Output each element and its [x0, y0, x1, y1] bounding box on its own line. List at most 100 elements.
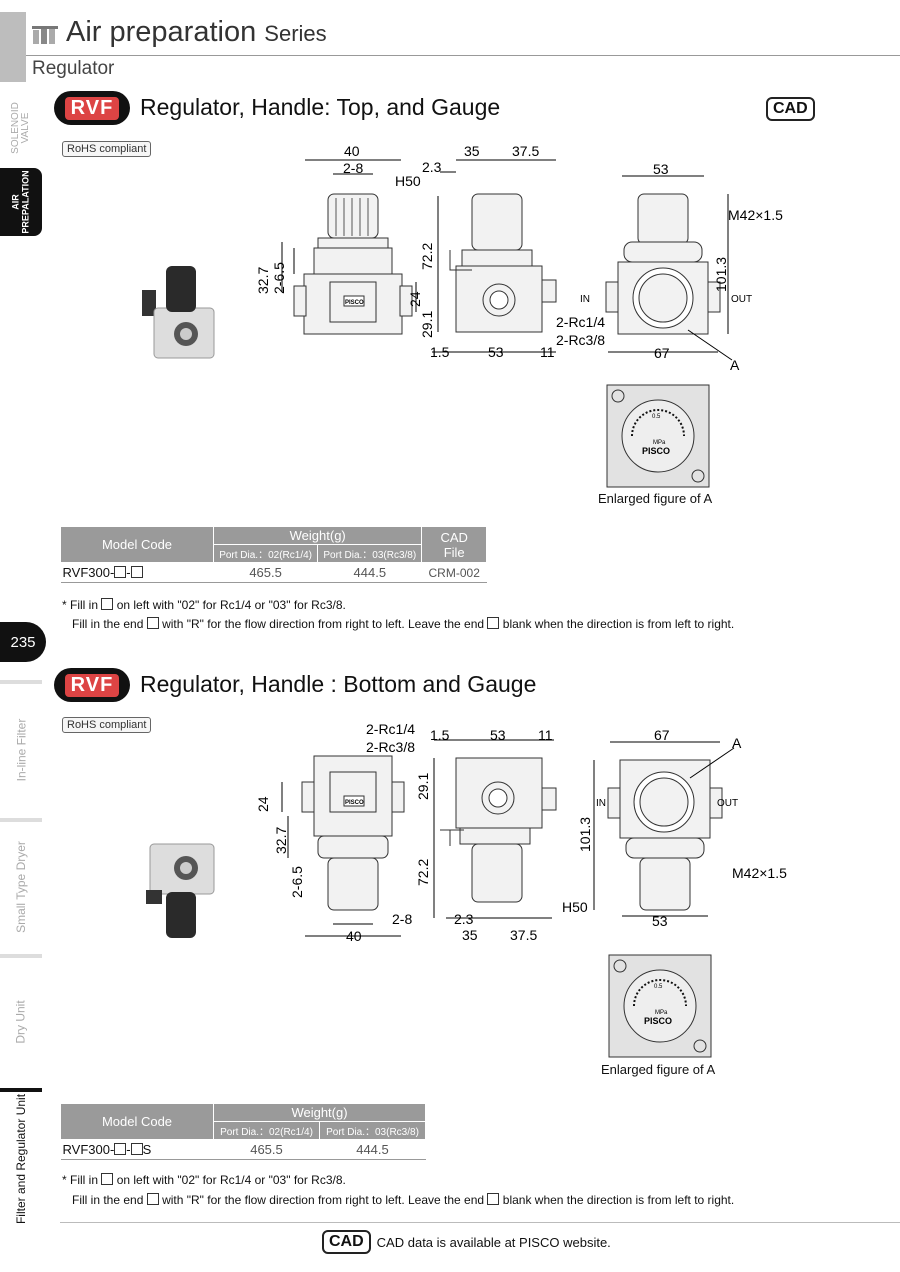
side-tab-solenoid[interactable]: SOLENOID VALVE: [0, 92, 42, 164]
in-label: IN: [580, 294, 590, 305]
figure-caption: Enlarged figure of A: [598, 491, 713, 506]
model-dash: -: [126, 1142, 131, 1157]
gauge-scale-top: 0.5: [652, 414, 661, 420]
side-tab-filter-regulator[interactable]: Filter and Regulator Unit: [0, 1094, 42, 1224]
dim-m42: M42×1.5: [732, 865, 787, 881]
model-code-cell: RVF300--: [60, 562, 214, 583]
cad-badge[interactable]: CAD: [766, 97, 815, 121]
rohs-badge: RoHS compliant: [62, 717, 152, 733]
dim-35: 35: [462, 927, 478, 943]
dim-37-5: 37.5: [510, 927, 537, 943]
air-preparation-icon: [32, 26, 58, 44]
col-cad-file: CAD File: [421, 526, 487, 563]
section-title: Regulator, Handle: Top, and Gauge: [140, 94, 501, 120]
dim-24: 24: [407, 291, 423, 307]
port-rc3-8: 2-Rc3/8: [556, 332, 605, 348]
footer-text: CAD data is available at PISCO website.: [376, 1234, 611, 1250]
dim-2-6-5: 2-6.5: [289, 866, 305, 898]
active-tab-marker: [0, 1088, 42, 1092]
gauge-brand: PISCO: [642, 446, 670, 456]
dim-40: 40: [346, 928, 362, 944]
port-rc3-8: 2-Rc3/8: [366, 739, 415, 755]
gauge-brand: PISCO: [644, 1016, 672, 1026]
side-tab-dry-unit-label: Dry Unit: [14, 1000, 28, 1044]
rvf-badge: RVF: [54, 91, 130, 125]
note-text: on left with "02" for Rc1/4 or "03" for …: [116, 1173, 346, 1187]
tab-separator: [0, 680, 42, 684]
model-code-cell: RVF300--S: [60, 1139, 214, 1160]
footer-cad-badge[interactable]: CAD: [322, 1230, 371, 1254]
note-text: * Fill in: [62, 598, 99, 612]
dim-101-3: 101.3: [577, 817, 593, 852]
side-tab-air-prep-label: AIR PREPALATION: [11, 170, 31, 233]
note-text: blank when the direction is from left to…: [502, 617, 735, 631]
dim-2-3: 2.3: [454, 911, 474, 927]
fill-box: [114, 1143, 127, 1155]
model-prefix: RVF300-: [62, 1142, 115, 1157]
drawing-rear-view-bottom: 67 A 101.3 IN OUT M42×1.5 53: [577, 727, 787, 929]
model-suffix: S: [142, 1142, 152, 1157]
side-tab-air-preparation[interactable]: AIR PREPALATION: [0, 168, 42, 236]
page-title-main: Air preparation: [66, 16, 257, 48]
fill-box: [487, 1193, 500, 1205]
drawing-rear-view-top: 53 M42×1.5 101.3 IN OUT 67 A: [580, 161, 783, 373]
dim-2-6-5: 2-6.5: [271, 262, 287, 294]
dim-1-5: 1.5: [430, 344, 450, 360]
dim-2-3: 2.3: [422, 159, 442, 175]
dim-32-7: 32.7: [255, 267, 271, 294]
note-text: * Fill in: [62, 1173, 99, 1187]
note-text: Fill in the end: [72, 1193, 144, 1207]
brand-label: PISCO: [345, 800, 364, 806]
fill-box: [146, 617, 159, 629]
dim-h50: H50: [562, 899, 588, 915]
product-photo-handle-bottom: [146, 843, 215, 938]
dim-53: 53: [490, 727, 506, 743]
drawing-front-view-top: 40 2-8 32.7 2-6.5 24 PISCO: [255, 143, 423, 335]
col-cad-line2: File: [443, 544, 465, 560]
note-text: on left with "02" for Rc1/4 or "03" for …: [116, 598, 346, 612]
side-tab-small-dryer[interactable]: Small Type Dryer: [0, 826, 42, 948]
detail-a-label: A: [730, 357, 740, 373]
side-tab-small-dryer-label: Small Type Dryer: [14, 841, 28, 933]
gauge-detail-a: 0.5 MPa PISCO: [608, 954, 712, 1058]
side-tab-dry-unit[interactable]: Dry Unit: [0, 962, 42, 1082]
col-port-03: Port Dia.：03(Rc3/8): [317, 544, 423, 563]
footer: CAD CAD data is available at PISCO websi…: [322, 1230, 611, 1254]
weight-table-top: Model Code Weight(g) CAD File Port Dia.：…: [60, 526, 487, 583]
rvf-badge-label: RVF: [64, 96, 120, 120]
weight-02-cell: 465.5: [213, 562, 318, 583]
gauge-detail-a: 0.5 MPa PISCO: [606, 384, 710, 488]
drawing-side-view-top: 35 37.5 2.3 H50 72.2 29.1 1.5 53 11 2-Rc…: [395, 143, 605, 360]
page-subtitle: Regulator: [32, 58, 115, 79]
page-number: 235: [0, 622, 46, 662]
dim-29-1: 29.1: [415, 773, 431, 800]
dim-11: 11: [538, 727, 553, 743]
weight-03-cell: 444.5: [319, 1139, 426, 1160]
gauge-unit: MPa: [653, 440, 666, 446]
note-text: Fill in the end: [72, 617, 144, 631]
brand-label: PISCO: [345, 300, 364, 306]
footer-divider: [60, 1222, 900, 1223]
gauge-unit: MPa: [655, 1010, 668, 1016]
out-label: OUT: [731, 294, 752, 305]
dim-2-8: 2-8: [343, 160, 363, 176]
dim-24: 24: [255, 796, 271, 812]
table-row: RVF300-- 465.5 444.5 CRM-002: [60, 562, 487, 583]
note-line-1: * Fill in on left with "02" for Rc1/4 or…: [62, 1173, 346, 1187]
weight-table-bottom: Model Code Weight(g) Port Dia.：02(Rc1/4)…: [60, 1103, 426, 1160]
col-model-code: Model Code: [60, 526, 214, 563]
port-rc1-4: 2-Rc1/4: [366, 721, 415, 737]
dim-32-7: 32.7: [273, 827, 289, 854]
fill-box: [101, 598, 114, 610]
drawing-front-view-bottom: 24 32.7 2-6.5 40 2-8 PISCO: [255, 755, 412, 944]
dim-37-5: 37.5: [512, 143, 539, 159]
fill-box: [101, 1173, 114, 1185]
side-tab-air-prep-line2: PREPALATION: [21, 170, 32, 234]
figure-caption: Enlarged figure of A: [601, 1062, 716, 1077]
side-tab-inline-filter[interactable]: In-line Filter: [0, 690, 42, 810]
dim-67: 67: [654, 727, 670, 743]
header-side-bar: [0, 12, 26, 82]
dim-29-1: 29.1: [419, 311, 435, 338]
dim-101-3: 101.3: [713, 257, 729, 292]
col-weight: Weight(g): [213, 1103, 426, 1122]
